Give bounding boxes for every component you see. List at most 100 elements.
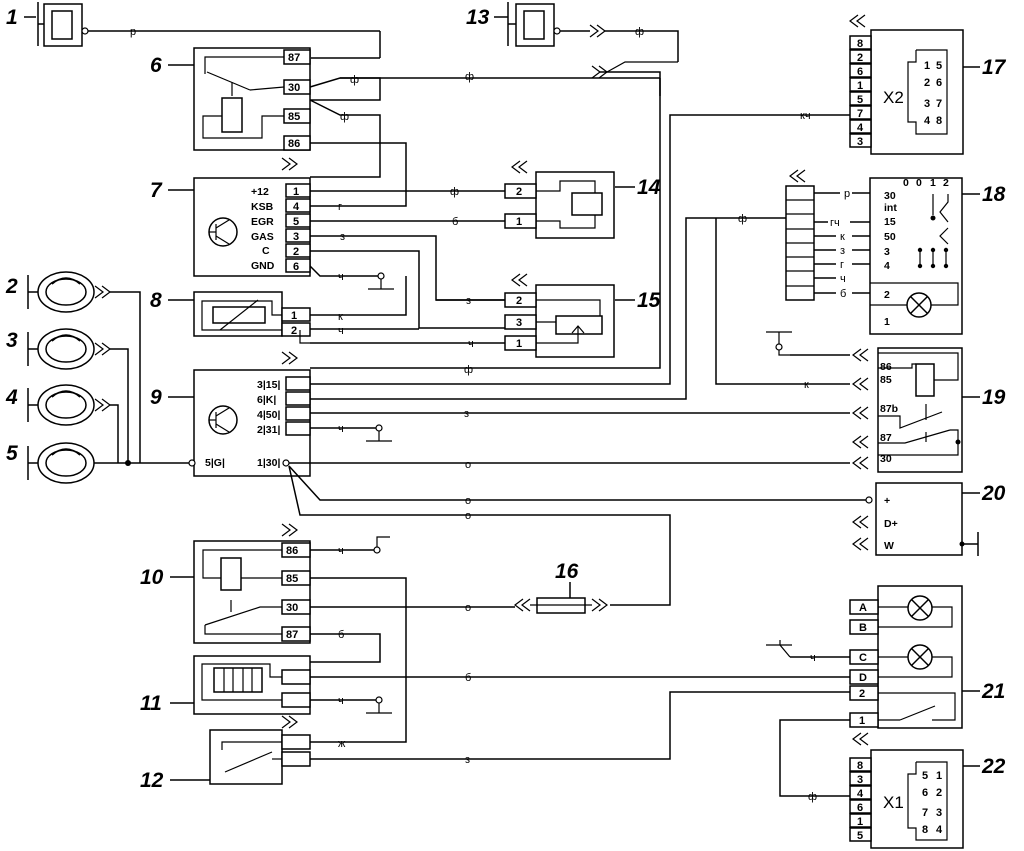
relay-10-pin-87: 87 bbox=[286, 629, 298, 641]
relay-10: 86 85 30 87 bbox=[193, 523, 311, 644]
ecu-7-label-egr: EGR bbox=[251, 216, 274, 228]
wire-label: к bbox=[840, 231, 845, 243]
c22-pin: 4 bbox=[857, 788, 864, 800]
s18-pin: 3 bbox=[884, 246, 890, 258]
s18-pin: 30 bbox=[884, 190, 896, 202]
wire-label: к bbox=[804, 379, 809, 391]
c15-pin-3: 3 bbox=[516, 317, 522, 329]
c17-inner: 6 bbox=[936, 77, 942, 89]
wire-label: ф bbox=[350, 74, 359, 86]
panel-21: A B C D 2 1 bbox=[849, 585, 963, 729]
label-20: 20 bbox=[981, 482, 1006, 505]
wire-label: кч bbox=[800, 110, 811, 122]
wire-label: б bbox=[840, 288, 846, 300]
ecu-7-label-gnd: GND bbox=[251, 260, 275, 272]
wire-label: з bbox=[464, 408, 469, 420]
label-3: 3 bbox=[6, 329, 18, 352]
s18-pin: 4 bbox=[884, 260, 890, 272]
label-6: 6 bbox=[150, 54, 162, 77]
label-13: 13 bbox=[466, 6, 490, 29]
c17-inner: 8 bbox=[936, 115, 942, 127]
ecu-7-pin-5: 5 bbox=[293, 216, 299, 228]
wire-label: б bbox=[338, 629, 344, 641]
wire-label: ф bbox=[465, 71, 474, 83]
gen-20-pin: W bbox=[884, 540, 894, 552]
s18-pin: 15 bbox=[884, 216, 896, 228]
label-5: 5 bbox=[6, 442, 18, 465]
c17-pin: 3 bbox=[857, 136, 863, 148]
ecu-9-pin-5-g: 5|G| bbox=[205, 457, 225, 469]
c22-inner: 7 bbox=[922, 807, 928, 819]
component-12 bbox=[209, 715, 311, 785]
gen-20-pin: D+ bbox=[884, 518, 898, 530]
c22-pin: 1 bbox=[857, 816, 863, 828]
wire-label: ч bbox=[338, 271, 344, 283]
c17-pin: 7 bbox=[857, 108, 863, 120]
label-2: 2 bbox=[5, 275, 18, 298]
c14-pin-1: 1 bbox=[516, 216, 522, 228]
component-15: 2 3 1 bbox=[504, 273, 615, 358]
c22-inner: 2 bbox=[936, 787, 942, 799]
component-13: ф bbox=[507, 2, 679, 96]
relay-19-pin: 87 bbox=[880, 432, 892, 444]
wire-label: ф bbox=[635, 26, 644, 38]
ecu-7-label-ksb: KSB bbox=[251, 201, 274, 213]
relay-19-pin: 87b bbox=[880, 403, 898, 415]
c17-pin: 1 bbox=[857, 80, 863, 92]
ecu-9-pin-6-k: 6|K| bbox=[257, 394, 276, 406]
label-18: 18 bbox=[982, 183, 1006, 206]
relay-10-pin-30: 30 bbox=[286, 602, 298, 614]
c17-inner: 3 bbox=[924, 98, 930, 110]
wire-label: ч bbox=[338, 325, 344, 337]
panel-21-pin: B bbox=[859, 622, 867, 634]
wire-label: з bbox=[840, 245, 845, 257]
c17-pin: 8 bbox=[857, 38, 863, 50]
relay-19-pin: 30 bbox=[880, 453, 892, 465]
c17-inner: 7 bbox=[936, 98, 942, 110]
relay-6-pin-85: 85 bbox=[288, 111, 300, 123]
c15-pin-2: 2 bbox=[516, 295, 522, 307]
c17-pin: 2 bbox=[857, 52, 863, 64]
component-labels: 1 6 7 2 3 4 5 8 9 10 11 12 13 14 15 16 1… bbox=[5, 6, 1007, 792]
connector-22: 8 3 4 6 1 5 X1 5 6 7 8 1 2 3 4 bbox=[849, 732, 964, 849]
c17-pins: 8 2 6 1 5 7 4 3 bbox=[849, 35, 872, 148]
c17-inner: 5 bbox=[936, 60, 942, 72]
wire-label: ч bbox=[338, 545, 344, 557]
wire-label: ф bbox=[450, 186, 459, 198]
c22-pin: 3 bbox=[857, 774, 863, 786]
gen-20-pin: + bbox=[884, 495, 890, 507]
ecu-7-label-gas: GAS bbox=[251, 231, 274, 243]
panel-21-pin: A bbox=[859, 602, 867, 614]
s18-pin: 50 bbox=[884, 231, 896, 243]
wire-label: о bbox=[465, 510, 471, 522]
ecu-7-label-12v: +12 bbox=[251, 186, 269, 198]
c17-inner: 1 bbox=[924, 60, 930, 72]
ecu-7-pin-2: 2 bbox=[293, 246, 299, 258]
ecu-7-label-c: C bbox=[262, 245, 270, 257]
ecu-7-pin-6: 6 bbox=[293, 261, 299, 273]
ecu-9-pin-1-30: 1|30| bbox=[257, 457, 280, 469]
ecu-7-pin-1: 1 bbox=[293, 186, 299, 198]
wire-label: ч bbox=[810, 652, 816, 664]
c22-pin: 5 bbox=[857, 830, 863, 842]
wire-label: ж bbox=[338, 738, 346, 750]
wire-label: ф bbox=[738, 213, 747, 225]
label-7: 7 bbox=[150, 179, 163, 202]
ecu-7-pin-3: 3 bbox=[293, 231, 299, 243]
wire-label: ч bbox=[468, 338, 474, 350]
label-4: 4 bbox=[5, 386, 18, 409]
connector-17: 8 2 6 1 5 7 4 3 X2 1 2 3 4 5 6 7 8 bbox=[849, 14, 964, 155]
relay-6-pin-87: 87 bbox=[288, 52, 300, 64]
c22-inner: 8 bbox=[922, 824, 928, 836]
sensor-2 bbox=[27, 271, 141, 463]
wire-label: ч bbox=[338, 695, 344, 707]
c22-inner: 4 bbox=[936, 824, 943, 836]
c22-inner: 1 bbox=[936, 770, 942, 782]
label-9: 9 bbox=[150, 386, 162, 409]
wire-label: г bbox=[840, 259, 844, 271]
relay-6-pin-86: 86 bbox=[288, 138, 300, 150]
label-8: 8 bbox=[150, 289, 162, 312]
s18-pin: 2 bbox=[884, 289, 890, 301]
c17-pin: 6 bbox=[857, 66, 863, 78]
